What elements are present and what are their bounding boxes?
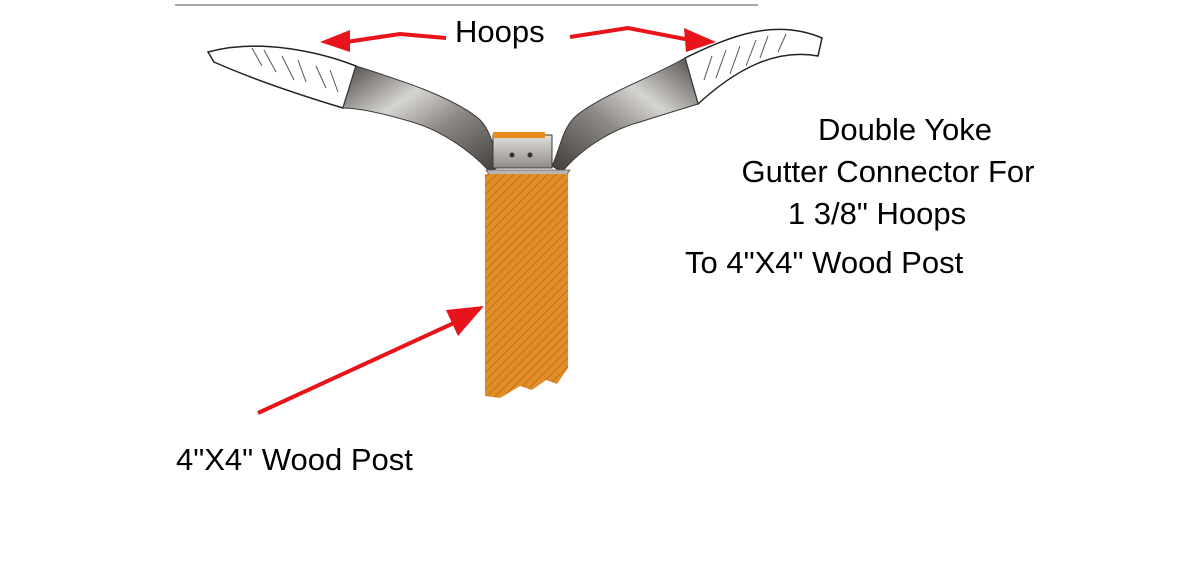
wood-post [485, 174, 568, 398]
hoops-arrow-right [569, 25, 716, 52]
right-hoop [684, 28, 823, 106]
title-line-2: Gutter Connector For [741, 154, 1035, 189]
title-line-3: 1 3/8" Hoops [787, 196, 967, 231]
post-arrow [257, 306, 484, 415]
title-line-1: Double Yoke [817, 112, 993, 147]
left-hoop [206, 45, 357, 109]
yoke-connector [342, 57, 699, 177]
hoops-arrow-left [320, 30, 447, 52]
title-line-4: To 4"X4" Wood Post [685, 245, 964, 280]
hoops-label: Hoops [455, 14, 545, 49]
post-label: 4"X4" Wood Post [176, 442, 413, 477]
